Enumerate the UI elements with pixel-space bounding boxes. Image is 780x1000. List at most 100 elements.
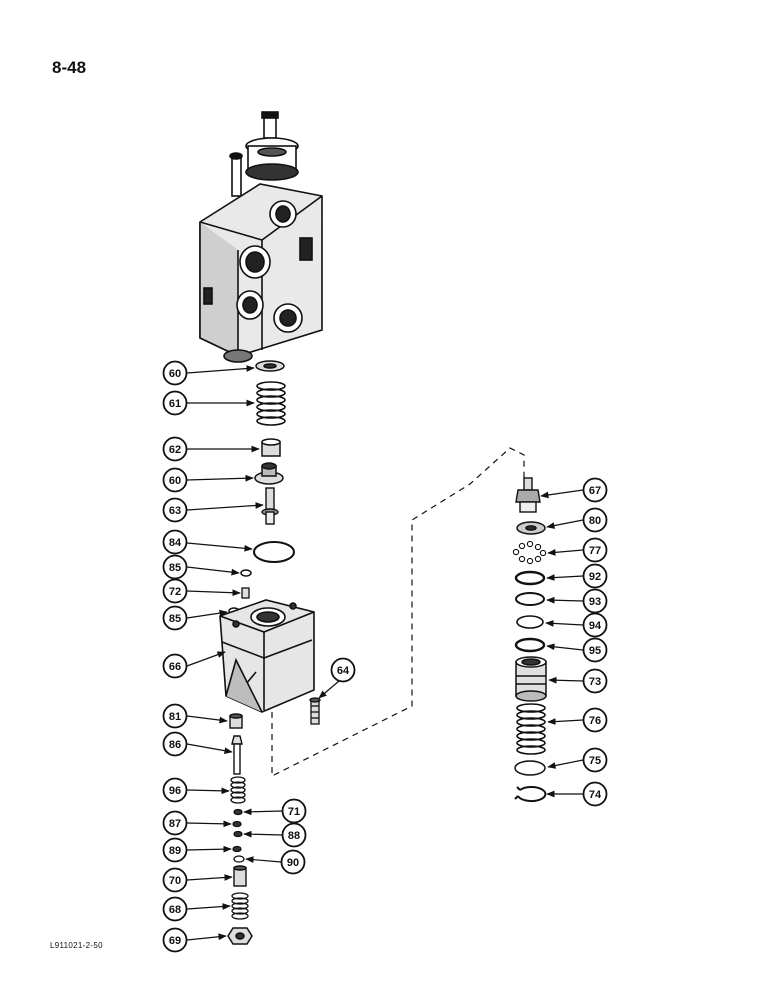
callout-87: 87: [162, 810, 188, 836]
part-75-disc: [514, 760, 546, 776]
callout-72: 72: [162, 578, 188, 604]
callout-label: 73: [589, 676, 601, 688]
part-67-relief-valve-body: [515, 477, 541, 513]
callout-75: 75: [582, 747, 608, 773]
part-89-ring: [232, 845, 242, 853]
callout-label: 85: [169, 562, 181, 574]
callout-68: 68: [162, 896, 188, 922]
callout-label: 93: [589, 596, 601, 608]
callout-74: 74: [582, 781, 608, 807]
part-63-bolt: [261, 487, 279, 525]
callout-86: 86: [162, 731, 188, 757]
callout-67: 67: [582, 477, 608, 503]
part-68-spring: [231, 892, 249, 920]
callout-label: 94: [589, 620, 602, 632]
part-76-spring: [516, 703, 546, 755]
callout-label: 86: [169, 739, 181, 751]
callout-88: 88: [281, 822, 307, 848]
callout-label: 60: [169, 368, 181, 380]
callout-label: 95: [589, 645, 601, 657]
assembly-dashed-connector: [271, 447, 525, 777]
callout-66: 66: [162, 653, 188, 679]
callout-label: 88: [288, 830, 300, 842]
part-74-snap-ring: [514, 786, 547, 803]
callout-60-upper: 60: [162, 360, 188, 386]
callout-label: 72: [169, 586, 181, 598]
part-85-o-ring-small-upper: [240, 569, 252, 577]
callout-90: 90: [280, 849, 306, 875]
callout-label: 80: [589, 515, 601, 527]
callout-84: 84: [162, 529, 188, 555]
part-90-ring: [233, 855, 245, 863]
callout-69: 69: [162, 927, 188, 953]
callout-60-lower: 60: [162, 467, 188, 493]
part-70-seat: [233, 865, 247, 887]
callout-label: 75: [589, 755, 601, 767]
callout-label: 62: [169, 444, 181, 456]
valve-section-body: [199, 111, 323, 363]
callout-61: 61: [162, 390, 188, 416]
callout-label: 89: [169, 845, 181, 857]
part-86-plunger: [231, 735, 243, 775]
callout-85-lower: 85: [162, 605, 188, 631]
callout-label: 60: [169, 475, 181, 487]
part-60-washer-lower: [254, 462, 284, 485]
part-80-washer: [516, 521, 546, 535]
callout-label: 71: [288, 806, 300, 818]
part-88-ring: [233, 830, 243, 838]
callout-label: 67: [589, 485, 601, 497]
part-72-pin: [241, 587, 250, 599]
callout-85-upper: 85: [162, 554, 188, 580]
callout-label: 69: [169, 935, 181, 947]
part-73-sleeve: [515, 656, 547, 702]
part-71-ring: [233, 808, 243, 816]
part-62-spacer: [261, 438, 281, 457]
callout-label: 76: [589, 715, 601, 727]
callout-label: 61: [169, 398, 181, 410]
callout-71: 71: [281, 798, 307, 824]
part-92-ring: [514, 570, 546, 586]
callout-94: 94: [582, 612, 608, 638]
part-87-ring: [232, 820, 242, 828]
callout-77: 77: [582, 537, 608, 563]
callout-89: 89: [162, 837, 188, 863]
callout-64: 64: [330, 657, 356, 683]
callout-label: 81: [169, 711, 181, 723]
callout-95: 95: [582, 637, 608, 663]
part-61-spring: [256, 381, 286, 426]
callout-label: 87: [169, 818, 181, 830]
part-95-ring: [514, 637, 546, 653]
part-77-balls: [512, 540, 547, 565]
callout-93: 93: [582, 588, 608, 614]
callout-label: 85: [169, 613, 181, 625]
part-64-screw: [309, 697, 321, 725]
callout-label: 68: [169, 904, 181, 916]
figure-reference-id: L911021-2-50: [50, 941, 103, 950]
callout-label: 96: [169, 785, 181, 797]
callout-label: 92: [589, 571, 601, 583]
callout-label: 66: [169, 661, 181, 673]
callout-label: 84: [169, 537, 182, 549]
callout-62: 62: [162, 436, 188, 462]
callout-80: 80: [582, 507, 608, 533]
page-number: 8-48: [52, 58, 87, 77]
callout-73: 73: [582, 668, 608, 694]
callout-label: 90: [287, 857, 299, 869]
callout-label: 70: [169, 875, 181, 887]
callout-label: 64: [337, 665, 350, 677]
part-81-cap: [229, 713, 243, 729]
part-93-ring: [515, 592, 545, 606]
part-69-nut: [227, 927, 253, 945]
part-84-o-ring: [253, 541, 295, 563]
callout-92: 92: [582, 563, 608, 589]
callout-76: 76: [582, 707, 608, 733]
part-60-washer-upper: [255, 360, 285, 372]
callout-label: 63: [169, 505, 181, 517]
part-96-spring-small: [230, 776, 246, 804]
callout-label: 77: [589, 545, 601, 557]
callout-label: 74: [589, 789, 602, 801]
callout-96: 96: [162, 777, 188, 803]
part-66-valve-housing: [219, 599, 315, 713]
leader-lines: [186, 365, 584, 941]
